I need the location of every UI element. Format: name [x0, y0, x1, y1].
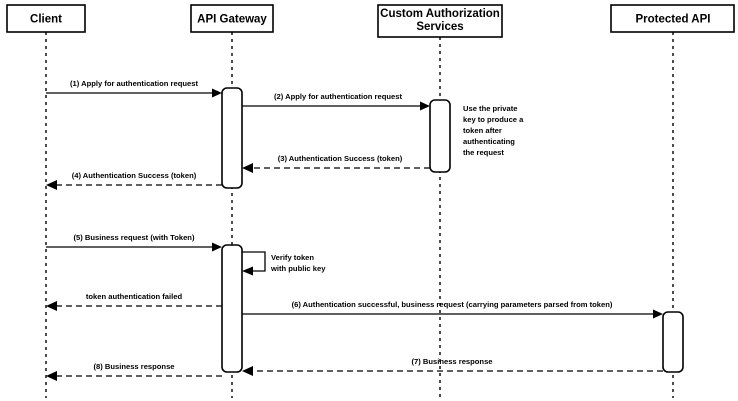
- message-1-arrowhead: [212, 88, 222, 98]
- lifelines-group: [45, 32, 674, 398]
- self-message-verify-token-label-line2: with public key: [270, 264, 326, 273]
- message-8-arrowhead: [46, 371, 57, 381]
- message-4[interactable]: (4) Authentication Success (token): [46, 171, 222, 190]
- message-3-label: (3) Authentication Success (token): [278, 154, 403, 163]
- message-5-label: (5) Business request (with Token): [74, 233, 195, 242]
- note-private-key: Use the private key to produce a token a…: [463, 104, 524, 157]
- message-token-authentication-failed[interactable]: token authentication failed: [46, 292, 222, 311]
- self-message-verify-token-arrowhead: [242, 266, 253, 276]
- activation-bars-group: [221, 87, 684, 373]
- self-message-verify-token-path: [242, 251, 266, 272]
- note-private-key-line-4: authenticating: [463, 137, 515, 146]
- message-1-label: (1) Apply for authentication request: [70, 79, 198, 88]
- activation-api-gateway-auth[interactable]: [221, 87, 243, 189]
- participant-label-protected-api: Protected API: [636, 14, 711, 26]
- self-message-verify-token[interactable]: Verify token with public key: [242, 251, 326, 276]
- message-2-label: (2) Apply for authentication request: [274, 92, 402, 101]
- message-3[interactable]: (3) Authentication Success (token): [242, 154, 430, 173]
- note-private-key-line-3: token after: [463, 126, 502, 135]
- message-6-label: (6) Authentication successful, business …: [292, 300, 613, 309]
- message-2[interactable]: (2) Apply for authentication request: [242, 92, 430, 111]
- note-private-key-line-2: key to produce a: [463, 115, 524, 124]
- note-private-key-line-1: Use the private: [463, 104, 517, 113]
- message-7[interactable]: (7) Business response: [242, 357, 663, 376]
- participant-label-api-gateway: API Gateway: [197, 14, 267, 26]
- note-private-key-line-5: the request: [463, 148, 504, 157]
- message-5-arrowhead: [212, 242, 222, 252]
- activation-api-gateway-business[interactable]: [221, 244, 243, 373]
- message-4-arrowhead: [46, 180, 57, 190]
- message-4-label: (4) Authentication Success (token): [72, 171, 197, 180]
- message-7-label: (7) Business response: [411, 357, 492, 366]
- message-1[interactable]: (1) Apply for authentication request: [46, 79, 222, 98]
- self-message-verify-token-label-line1: Verify token: [271, 253, 314, 262]
- participant-box-custom-authorization-services[interactable]: [377, 4, 503, 38]
- message-8[interactable]: (8) Business response: [46, 362, 222, 381]
- participant-protected-api[interactable]: Protected API: [610, 4, 735, 33]
- participant-box-api-gateway[interactable]: [190, 4, 274, 33]
- message-7-arrowhead: [242, 366, 253, 376]
- activation-protected-api[interactable]: [662, 311, 684, 373]
- message-2-arrowhead: [420, 101, 430, 111]
- participant-api-gateway[interactable]: API Gateway: [190, 4, 274, 33]
- message-6-arrowhead: [653, 309, 663, 319]
- participant-client[interactable]: Client: [6, 4, 86, 33]
- message-8-label: (8) Business response: [93, 362, 174, 371]
- message-token-authentication-failed-label: token authentication failed: [86, 292, 183, 301]
- participant-label-custom-authorization-services-line1: Custom Authorization: [380, 8, 500, 20]
- message-6[interactable]: (6) Authentication successful, business …: [242, 300, 663, 319]
- participant-custom-authorization-services[interactable]: Custom Authorization Services: [377, 4, 503, 38]
- participant-label-custom-authorization-services-line2: Services: [416, 21, 463, 33]
- message-3-arrowhead: [242, 163, 253, 173]
- activation-custom-authorization-services[interactable]: [429, 99, 451, 173]
- message-5[interactable]: (5) Business request (with Token): [46, 233, 222, 252]
- message-token-authentication-failed-arrowhead: [46, 301, 57, 311]
- participant-box-client[interactable]: [6, 4, 86, 33]
- participant-box-protected-api[interactable]: [610, 4, 735, 33]
- participant-label-client: Client: [30, 14, 62, 26]
